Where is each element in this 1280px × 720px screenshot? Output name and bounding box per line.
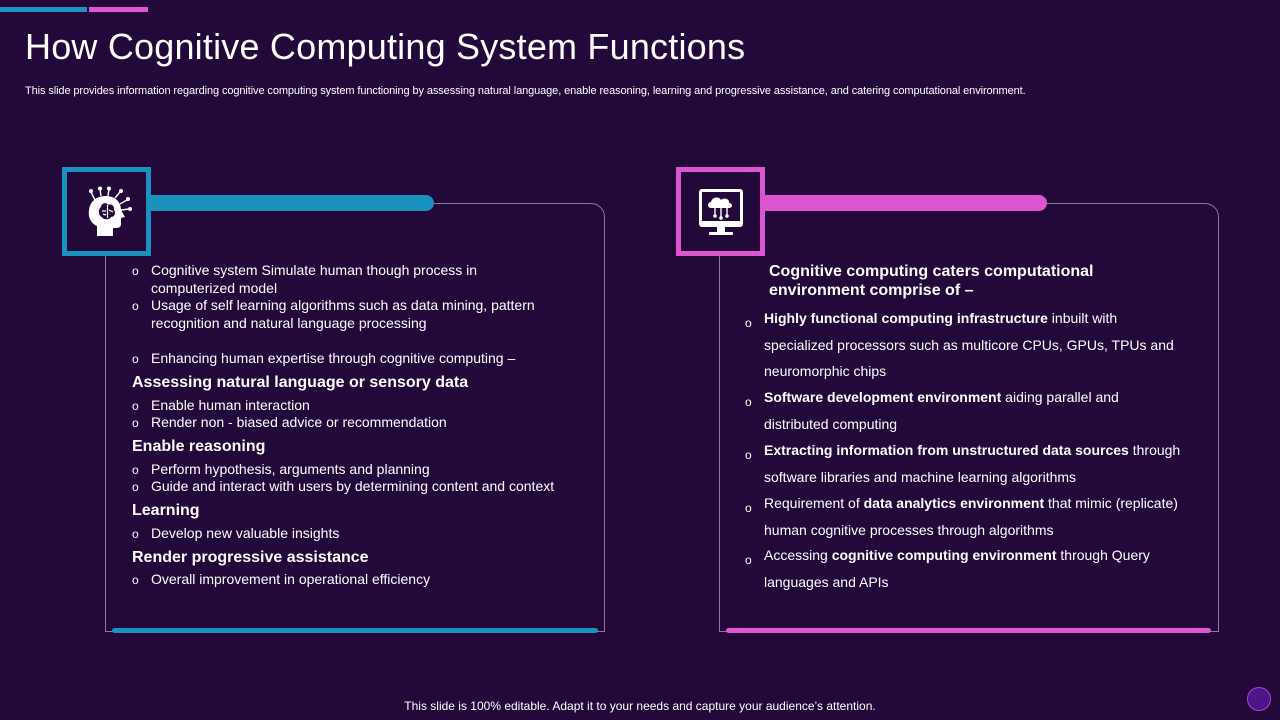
left-bullet-4: o Enable human interaction xyxy=(132,396,592,414)
bullet-text: Usage of self learning algorithms such a… xyxy=(151,297,535,331)
bullet-marker: o xyxy=(745,501,752,515)
left-heading-reasoning: Enable reasoning xyxy=(132,438,266,455)
bullet-text: Highly functional computing infrastructu… xyxy=(764,305,1184,385)
page-subtitle: This slide provides information regardin… xyxy=(25,85,1026,97)
bullet-marker: o xyxy=(132,416,139,430)
left-bullet-5: o Render non - biased advice or recommen… xyxy=(132,413,592,431)
bullet-marker: o xyxy=(132,264,139,278)
slide-nav-button[interactable] xyxy=(1247,687,1271,711)
bullet-marker: o xyxy=(745,395,752,409)
bullet-marker: o xyxy=(132,352,139,366)
brain-head-icon xyxy=(88,186,132,236)
bullet-marker: o xyxy=(132,299,139,313)
text-pre: Accessing xyxy=(764,547,832,563)
text-post: inbuilt with specialized processors such… xyxy=(764,310,1174,379)
left-bullet-6: o Perform hypothesis, arguments and plan… xyxy=(132,460,592,478)
left-bullet-2: o Usage of self learning algorithms such… xyxy=(132,296,592,332)
left-bullet-8: o Develop new valuable insights xyxy=(132,524,592,542)
left-bullet-3: o Enhancing human expertise through cogn… xyxy=(132,349,592,367)
text-bold: Highly functional computing infrastructu… xyxy=(764,310,1048,326)
bullet-marker: o xyxy=(132,573,139,587)
left-heading-progressive-assistance: Render progressive assistance xyxy=(132,549,369,566)
bullet-marker: o xyxy=(132,527,139,541)
bullet-text: Cognitive system Simulate human though p… xyxy=(151,262,478,296)
left-bullet-9: o Overall improvement in operational eff… xyxy=(132,570,592,588)
right-panel-icon-box xyxy=(676,167,765,256)
bullet-marker: o xyxy=(132,463,139,477)
text-bold: Extracting information from unstructured… xyxy=(764,442,1129,458)
top-accent-blue xyxy=(0,7,87,12)
bullet-marker: o xyxy=(132,480,139,494)
text-post: that mimic (replicate) human cognitive p… xyxy=(764,495,1178,538)
cloud-computer-icon xyxy=(698,188,743,235)
bullet-text: Guide and interact with users by determi… xyxy=(151,478,555,494)
bullet-text: Software development environment aiding … xyxy=(764,384,1184,437)
right-panel-bottom-bar xyxy=(726,628,1211,633)
footer-note: This slide is 100% editable. Adapt it to… xyxy=(404,699,876,713)
text-bold: cognitive computing environment xyxy=(831,547,1057,563)
right-panel-heading: Cognitive computing caters computational… xyxy=(769,263,1094,299)
left-heading-natural-language: Assessing natural language or sensory da… xyxy=(132,374,469,391)
bullet-text: Develop new valuable insights xyxy=(151,525,340,541)
bullet-text: Accessing cognitive computing environmen… xyxy=(764,542,1184,595)
bullet-text: Overall improvement in operational effic… xyxy=(151,571,431,587)
left-panel-bottom-bar xyxy=(112,628,598,633)
bullet-marker: o xyxy=(745,553,752,567)
text-bold: data analytics environment xyxy=(863,495,1045,511)
bullet-marker: o xyxy=(132,399,139,413)
top-accent-pink xyxy=(89,7,148,12)
right-panel-top-bar xyxy=(755,195,1047,211)
bullet-marker: o xyxy=(745,448,752,462)
left-bullet-1: o Cognitive system Simulate human though… xyxy=(132,261,592,297)
bullet-text: Perform hypothesis, arguments and planni… xyxy=(151,461,430,477)
text-pre: Requirement of xyxy=(764,495,864,511)
text-post: through Query languages and APIs xyxy=(764,547,1150,590)
left-heading-learning: Learning xyxy=(132,502,200,519)
left-panel-top-bar xyxy=(140,195,434,211)
page-title: How Cognitive Computing System Functions xyxy=(25,26,746,67)
text-post: aiding parallel and distributed computin… xyxy=(764,389,1119,432)
bullet-text: Requirement of data analytics environmen… xyxy=(764,490,1184,543)
left-bullet-7: o Guide and interact with users by deter… xyxy=(132,477,592,495)
bullet-marker: o xyxy=(745,316,752,330)
bullet-text: Render non - biased advice or recommenda… xyxy=(151,414,447,430)
bullet-text: Extracting information from unstructured… xyxy=(764,437,1184,490)
left-panel-icon-box xyxy=(62,167,151,256)
text-post: through software libraries and machine l… xyxy=(764,442,1181,485)
bullet-text: Enable human interaction xyxy=(151,397,310,413)
text-bold: Software development environment xyxy=(764,389,1002,405)
bullet-text: Enhancing human expertise through cognit… xyxy=(151,350,516,366)
